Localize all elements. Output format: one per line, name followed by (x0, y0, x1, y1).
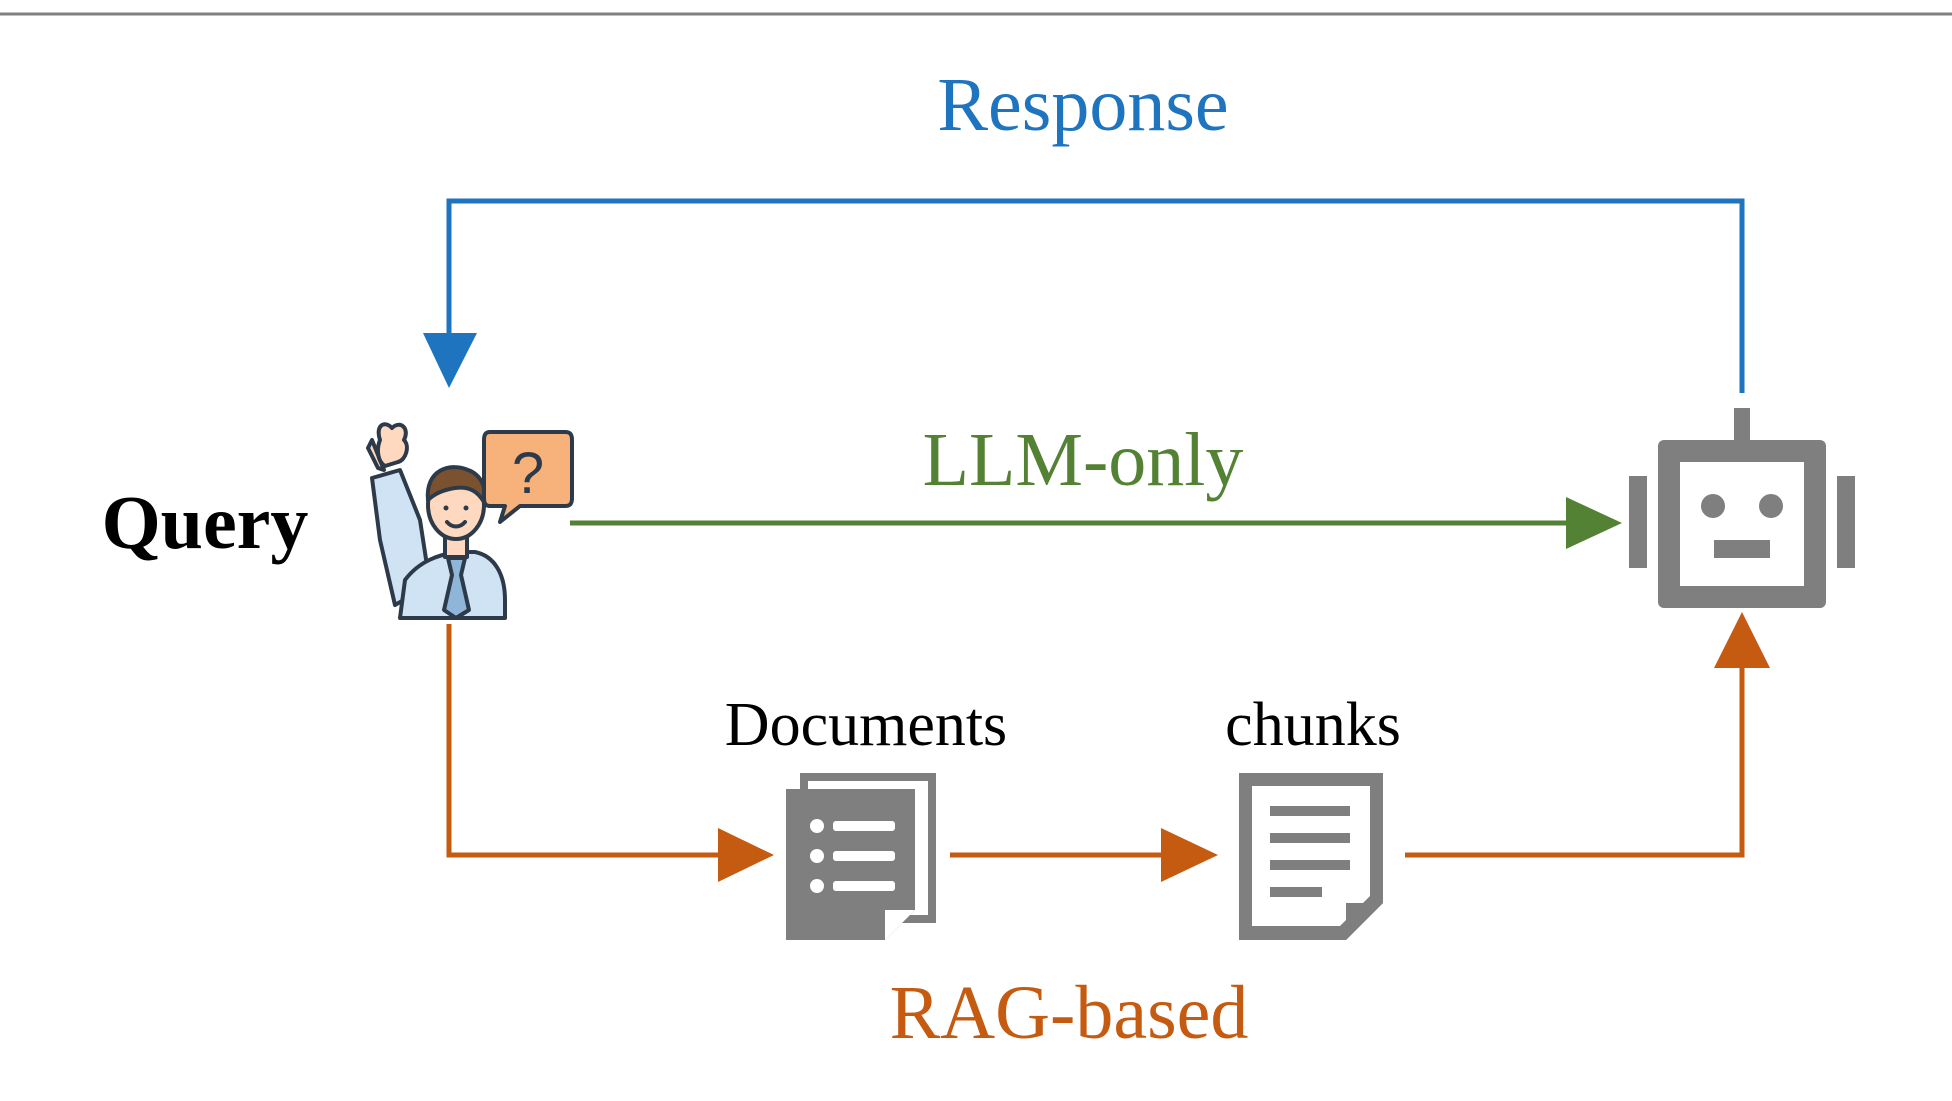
documents-label: Documents (725, 691, 1007, 759)
documents-stack-icon (786, 773, 936, 940)
rag-based-arrow-to-robot (1405, 612, 1770, 858)
response-label: Response (937, 63, 1228, 147)
chunks-label: chunks (1225, 691, 1401, 759)
llm-only-arrow (570, 497, 1622, 549)
user-asking-question-icon (366, 422, 574, 620)
rag-based-arrow-to-documents (446, 624, 774, 882)
rag-based-arrow-to-chunks (950, 828, 1218, 882)
rag-based-label: RAG-based (890, 971, 1249, 1055)
robot-llm-icon (1629, 408, 1855, 608)
text-chunk-document-icon (1239, 773, 1383, 940)
response-arrow (423, 198, 1745, 393)
query-label: Query (102, 481, 309, 565)
llm-only-label: LLM-only (923, 418, 1244, 502)
question-mark: ? (512, 441, 544, 506)
